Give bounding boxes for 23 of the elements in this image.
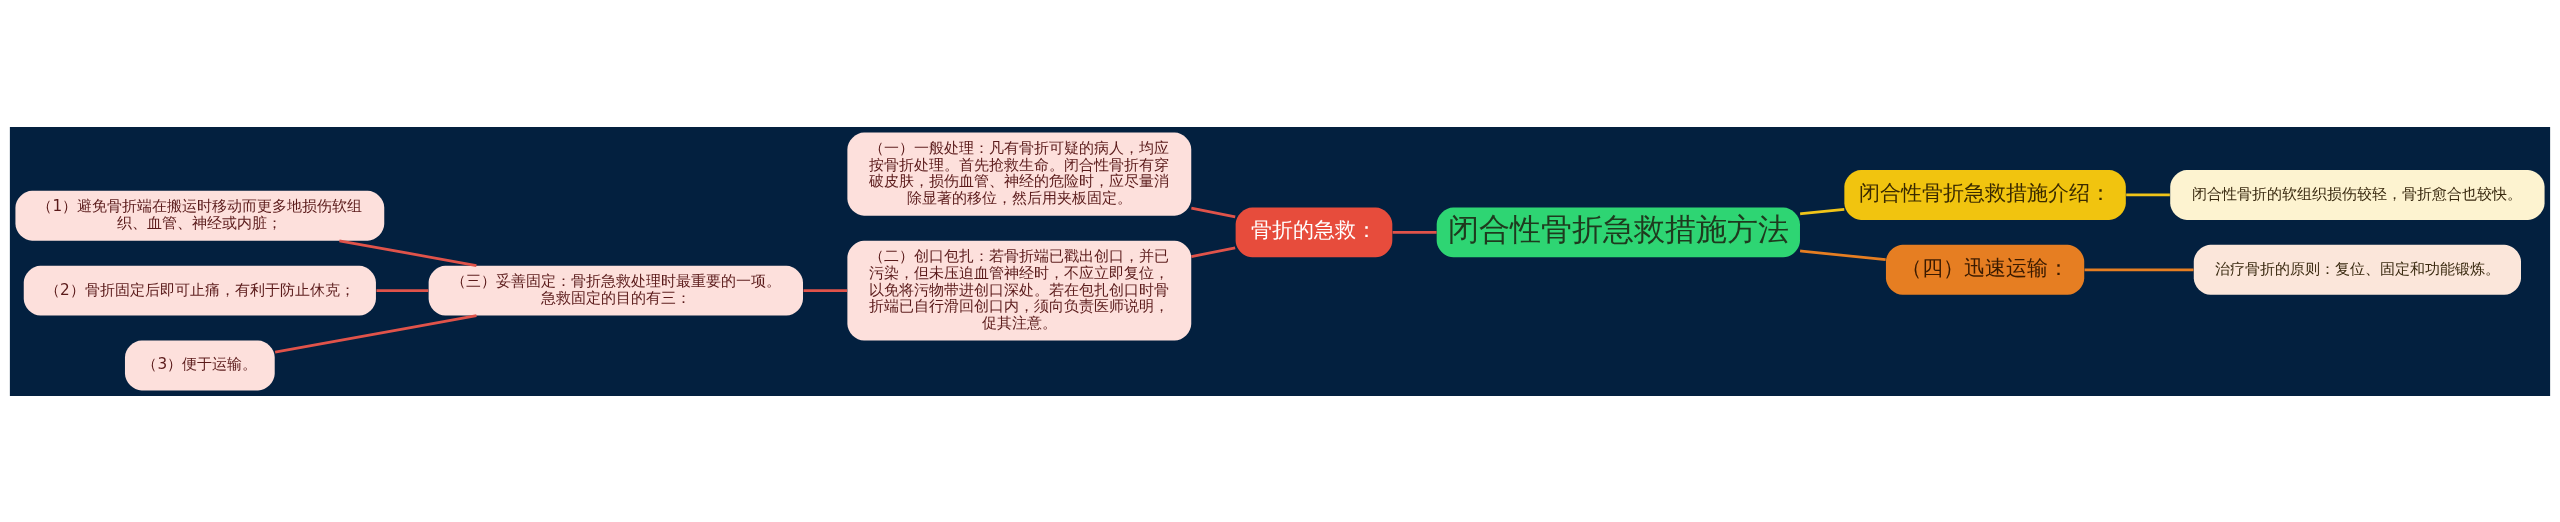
node-box: 闭合性骨折急救措施方法 [1436,206,1800,257]
connector [2084,267,2194,271]
connector [376,288,429,292]
node-box: （一）一般处理：凡有骨折可疑的病人，均应按骨折处理。首先抢救生命。闭合性骨折有穿破皮肤，损伤血管、神经的危险时，应尽量消除显著的移位，然后用夹板固定。 [847,132,1192,216]
connector [1392,230,1437,234]
connector [274,313,477,353]
node-box: （2）骨折固定后即可止痛，有利于防止休克； [23,265,376,316]
node-box: （1）避免骨折端在搬运时移动而更多地损伤软组织、血管、神经或内脏； [15,190,385,241]
node-box: （3）便于运输。 [124,340,275,390]
connector [2126,193,2170,196]
connector [803,288,847,292]
node-box: （二）创口包扎：若骨折端已戳出创口，并已污染，但未压迫血管神经时，不应立即复位，以免将污物带进创口深处。若在包扎创口时骨折端已自行滑回创口内，须向负责医师说明，促其注意。 [847,240,1192,341]
node-box: （四）迅速运输： [1885,244,2085,295]
connector [1191,245,1236,258]
node-box: 闭合性骨折急救措施介绍： [1844,169,2126,220]
node-box: 骨折的急救： [1235,206,1393,257]
connector [1191,206,1236,218]
node-box: 治疗骨折的原则：复位、固定和功能锻炼。 [2193,244,2521,295]
node-box: 闭合性骨折的软组织损伤较轻，骨折愈合也较快。 [2170,169,2545,220]
connector [1799,249,1886,261]
connector [1799,207,1845,215]
node-box: （三）妥善固定：骨折急救处理时最重要的一项。急救固定的目的有三： [428,265,803,316]
connector [339,238,477,267]
